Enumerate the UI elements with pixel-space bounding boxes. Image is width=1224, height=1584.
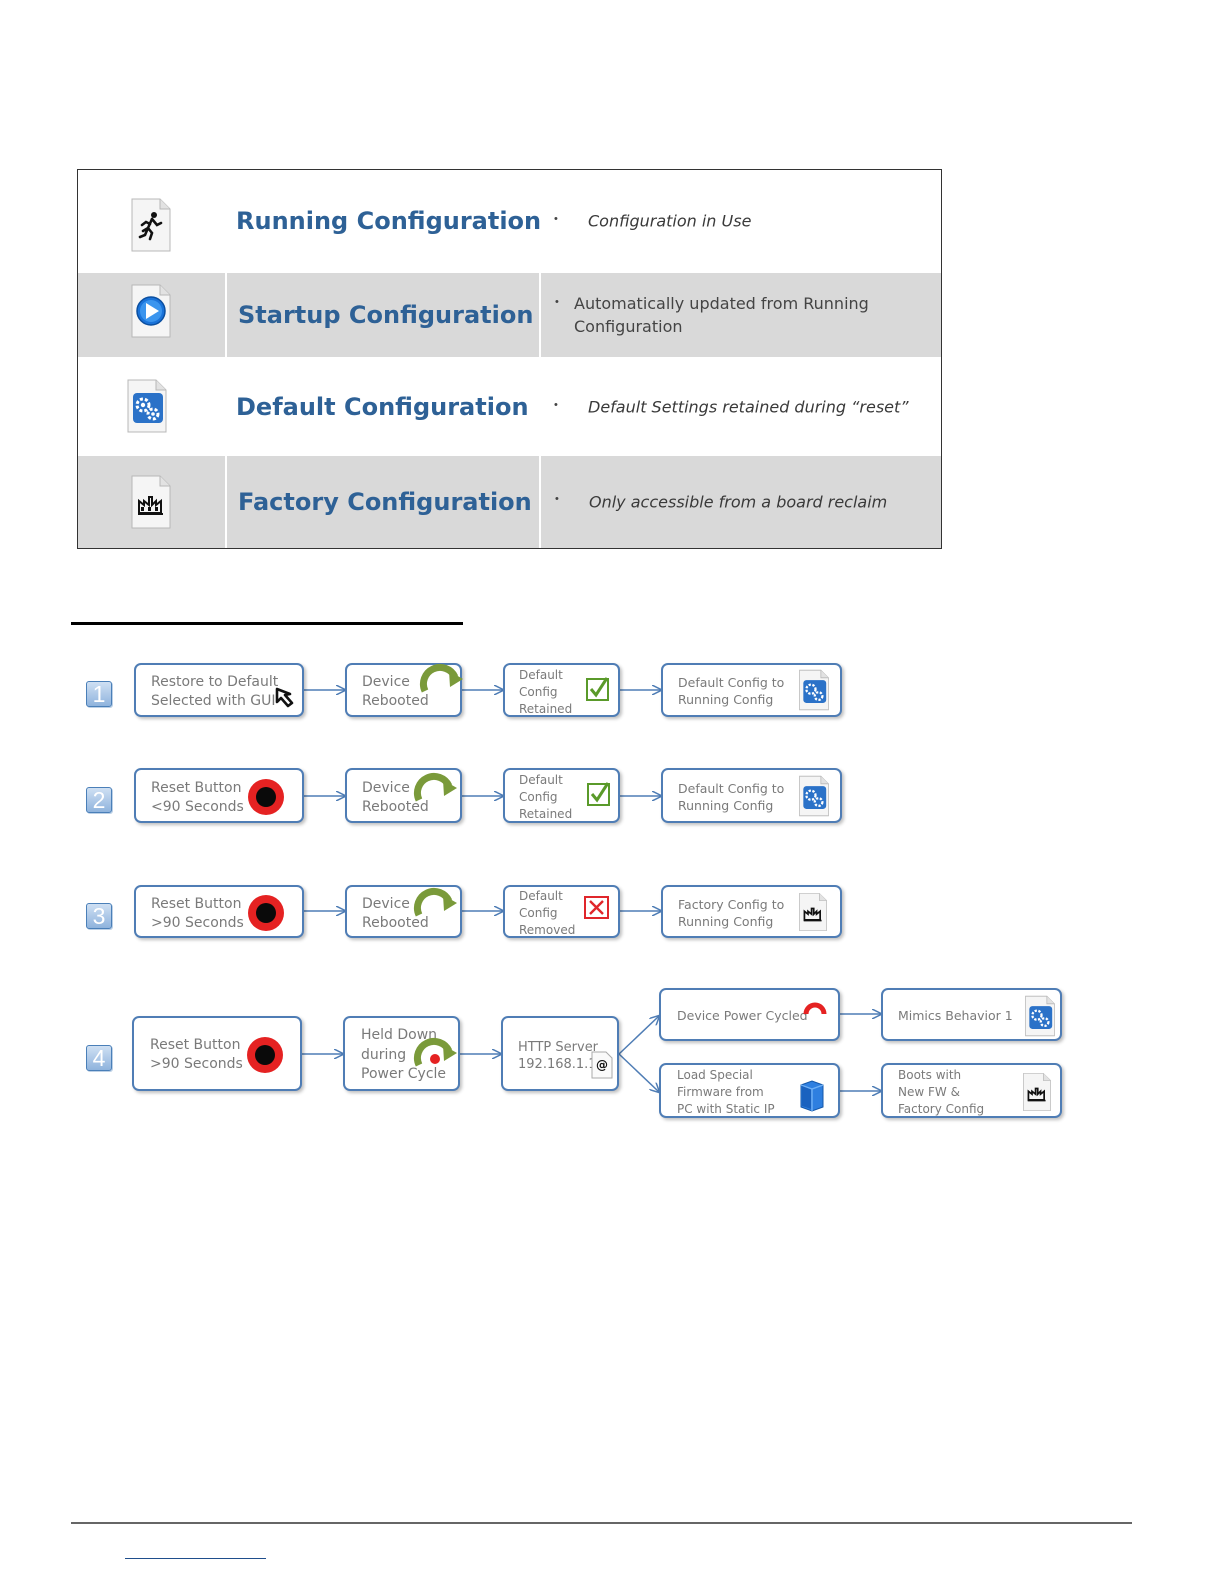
flow-box-label: Mimics Behavior 1 bbox=[898, 1008, 1013, 1023]
gears-icon bbox=[1025, 995, 1055, 1037]
config-row-factory: Factory Configuration • Only accessible … bbox=[78, 456, 941, 548]
flow4-boots-new-fw-box: Boots with New FW & Factory Config bbox=[881, 1063, 1062, 1118]
reboot-arrow-icon bbox=[413, 1037, 457, 1067]
firmware-cube-icon bbox=[800, 1080, 824, 1112]
flow-box-label: Load Special Firmware from PC with Stati… bbox=[677, 1068, 775, 1116]
section-rule bbox=[71, 622, 463, 625]
flow-box-label: Device Rebooted bbox=[362, 896, 429, 931]
flow-box-label: Device Rebooted bbox=[362, 674, 429, 709]
flow-box-label: Boots with New FW & Factory Config bbox=[898, 1068, 985, 1116]
flow-number-badge: 2 bbox=[86, 787, 112, 813]
config-name-factory: Factory Configuration bbox=[238, 488, 532, 516]
config-row-running: Running Configuration • Configuration in… bbox=[78, 170, 941, 271]
flow-box-label: Device Rebooted bbox=[362, 780, 429, 815]
config-name-running: Running Configuration bbox=[236, 206, 542, 235]
config-row-startup: Startup Configuration • Automatically up… bbox=[78, 273, 941, 357]
footer-rule bbox=[71, 1522, 1132, 1524]
flow3-reset-button-box: Reset Button >90 Seconds bbox=[134, 885, 304, 938]
cursor-arrow-icon bbox=[275, 687, 294, 708]
flow1-config-retained-box: Default Config Retained bbox=[503, 663, 620, 717]
flow2-reboot-box: Device Rebooted bbox=[345, 768, 462, 823]
flow-number-badge: 3 bbox=[86, 903, 112, 929]
checkbox-checked-icon bbox=[587, 782, 610, 806]
flow-box-label: Reset Button >90 Seconds bbox=[151, 896, 244, 931]
bullet: • bbox=[554, 399, 558, 411]
power-cycle-arc-icon bbox=[803, 1002, 827, 1015]
flow2-default-to-running-box: Default Config to Running Config bbox=[661, 768, 842, 823]
flow3-factory-to-running-box: Factory Config to Running Config bbox=[661, 885, 842, 938]
bullet: • bbox=[555, 493, 559, 505]
flow4-load-firmware-box: Load Special Firmware from PC with Stati… bbox=[659, 1063, 840, 1118]
gears-icon bbox=[799, 669, 829, 711]
reboot-arrow-icon bbox=[419, 663, 463, 693]
arrow bbox=[618, 1016, 659, 1055]
flow-box-label: Default Config to Running Config bbox=[678, 675, 785, 707]
flow-number-badge: 4 bbox=[86, 1045, 112, 1071]
svg-text:@: @ bbox=[596, 1058, 608, 1072]
checkbox-checked-icon bbox=[586, 677, 609, 701]
flow-box-label: Default Config Retained bbox=[519, 668, 573, 716]
flow-box-label: Default Config Retained bbox=[519, 773, 573, 821]
flow-box-label: Default Config to Running Config bbox=[678, 781, 785, 813]
bullet: • bbox=[554, 213, 558, 225]
config-desc-startup: Automatically updated from Running Confi… bbox=[574, 294, 869, 336]
arrow bbox=[618, 1053, 659, 1092]
reboot-arrow-icon bbox=[413, 887, 457, 917]
red-reset-button-icon bbox=[248, 779, 284, 815]
flow-number-badge: 1 bbox=[86, 681, 112, 707]
flow-box-label: Held Down during Power Cycle bbox=[361, 1027, 447, 1082]
flow-box-label: Factory Config to Running Config bbox=[678, 897, 785, 929]
config-desc-running: Configuration in Use bbox=[588, 211, 752, 230]
running-man-icon bbox=[131, 198, 171, 252]
reboot-arrow-icon bbox=[413, 772, 457, 802]
flow-box-label: Restore to Default Selected with GUI bbox=[151, 674, 279, 709]
factory-icon bbox=[1023, 1073, 1051, 1111]
flow-box-label: Reset Button <90 Seconds bbox=[151, 780, 244, 815]
footer-link-underline[interactable] bbox=[125, 1558, 266, 1559]
config-desc-default: Default Settings retained during “reset” bbox=[588, 397, 909, 416]
bullet: • bbox=[555, 296, 559, 308]
red-reset-button-icon bbox=[247, 1037, 283, 1073]
gears-icon bbox=[127, 379, 167, 433]
factory-icon bbox=[799, 893, 827, 931]
checkbox-x-icon bbox=[584, 896, 609, 919]
flow2-reset-button-box: Reset Button <90 Seconds bbox=[134, 768, 304, 823]
flow4-held-down-box: Held Down during Power Cycle bbox=[343, 1016, 460, 1091]
flow-box-label: Device Power Cycled bbox=[677, 1008, 808, 1023]
flow-box-label: HTTP Server 192.168.1.1 bbox=[518, 1040, 599, 1072]
factory-icon bbox=[131, 475, 171, 529]
email-at-icon: @ bbox=[591, 1051, 613, 1079]
flow2-config-retained-box: Default Config Retained bbox=[503, 768, 620, 823]
configuration-table: Running Configuration • Configuration in… bbox=[77, 169, 942, 549]
play-icon bbox=[131, 284, 171, 338]
gears-icon bbox=[799, 775, 829, 817]
flow4-http-server-box: HTTP Server 192.168.1.1 @ bbox=[501, 1016, 619, 1091]
flow3-config-removed-box: Default Config Removed bbox=[503, 885, 620, 938]
red-reset-button-icon bbox=[248, 895, 284, 931]
flow4-power-cycled-box: Device Power Cycled bbox=[659, 988, 840, 1041]
flow-box-label: Default Config Removed bbox=[519, 889, 576, 937]
flow-box-label: Reset Button >90 Seconds bbox=[150, 1037, 243, 1072]
flow4-mimics-box: Mimics Behavior 1 bbox=[881, 988, 1062, 1041]
config-row-default: Default Configuration • Default Settings… bbox=[78, 357, 941, 456]
config-desc-factory: Only accessible from a board reclaim bbox=[589, 492, 888, 512]
flow3-reboot-box: Device Rebooted bbox=[345, 885, 462, 938]
flow1-default-to-running-box: Default Config to Running Config bbox=[661, 663, 842, 717]
flow1-reboot-box: Device Rebooted bbox=[345, 663, 463, 717]
flow4-reset-button-box: Reset Button >90 Seconds bbox=[132, 1016, 302, 1091]
flow1-restore-box: Restore to Default Selected with GUI bbox=[134, 663, 304, 717]
config-name-startup: Startup Configuration bbox=[238, 301, 534, 329]
config-name-default: Default Configuration bbox=[236, 392, 529, 421]
